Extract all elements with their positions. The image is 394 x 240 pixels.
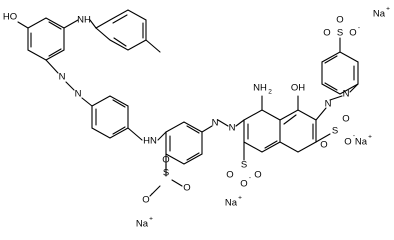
sodium-ion-3: Na [225, 198, 238, 209]
sulfonate-o-low-minus-label: O [240, 179, 247, 190]
sulfonate-o-low-a-label: O [226, 170, 233, 181]
azo-n-a2-label: N [75, 89, 82, 100]
amino-subscript: 2 [268, 89, 272, 96]
charge-minus-mid: - [353, 133, 355, 140]
sulfonate-o-top-minus-label: O [349, 28, 356, 39]
amino-label: NH [253, 83, 267, 94]
naphthol-oh-label: OH [291, 83, 305, 94]
bond-lines [17, 9, 359, 197]
sulfonate-s-left-label: S [163, 168, 169, 179]
sulfonate-o-mid-minus-label: O [344, 137, 351, 148]
sulfonate-o-mid-down-label: O [320, 140, 327, 151]
charge-minus-low: - [249, 175, 251, 182]
azo-n-c1-label: N [325, 99, 332, 110]
azo-n-a1-label: N [59, 72, 66, 83]
charge-plus-2: + [368, 134, 372, 141]
sulfonate-o-left-minus-label: O [142, 195, 149, 206]
charge-minus-top: - [358, 25, 360, 32]
sodium-ion-4: Na [136, 219, 149, 230]
sulfonate-s-low-label: S [241, 160, 247, 171]
sodium-ion-2: Na [355, 137, 368, 148]
sulfonate-o-low-b-label: O [254, 170, 261, 181]
hydroxy-label: HO [3, 12, 17, 23]
sulfonate-s-top-label: S [337, 28, 343, 39]
sodium-ion-1: Na [373, 9, 386, 20]
azo-n-b1-label: N [212, 118, 219, 129]
atom-labels: HO NH N N HN S O O - O N N NH 2 OH N N S… [3, 12, 360, 206]
charge-plus-4: + [149, 216, 153, 223]
charge-minus-left: - [151, 191, 153, 198]
bridge-hn-label: HN [143, 136, 157, 147]
charge-plus-3: + [238, 195, 242, 202]
azo-n-c2-label: N [343, 89, 350, 100]
azo-n-b2-label: N [229, 123, 236, 134]
sulfonate-o-top-b-label: O [336, 15, 343, 26]
sodium-counterions: Na + Na + Na + Na + [136, 6, 390, 230]
sulfonate-o-left-up-label: O [162, 155, 169, 166]
sulfonate-o-left-down-label: O [183, 183, 190, 194]
chemical-structure-diagram: HO NH N N HN S O O - O N N NH 2 OH N N S… [3, 6, 390, 230]
diarylamine-nh-label: NH [77, 15, 91, 26]
charge-plus-1: + [386, 6, 390, 13]
sulfonate-s-mid-label: S [332, 126, 338, 137]
sulfonate-o-mid-up-label: O [342, 114, 349, 125]
sulfonate-o-top-a-label: O [323, 28, 330, 39]
